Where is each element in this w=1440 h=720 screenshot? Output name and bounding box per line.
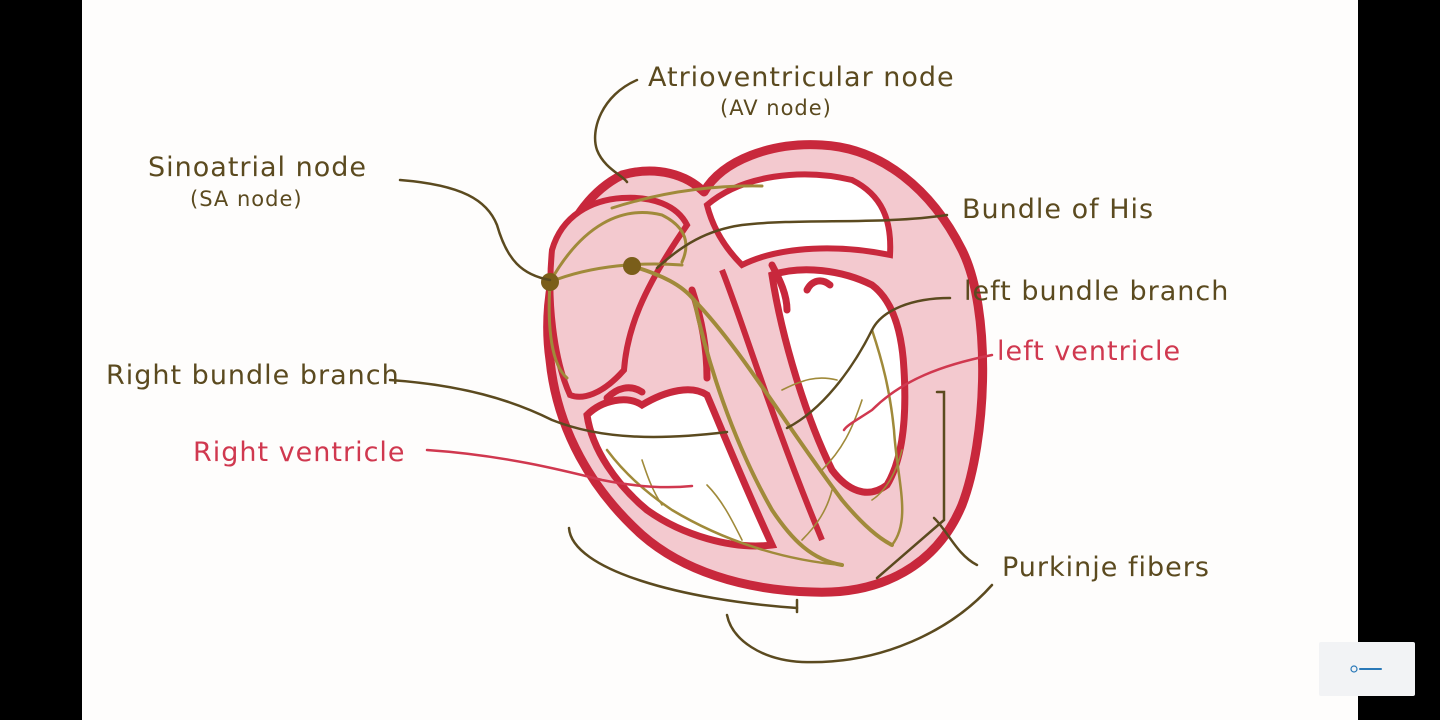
av-node-label: Atrioventricular node — [648, 62, 955, 93]
purkinje-fibers-label: Purkinje fibers — [1002, 552, 1210, 583]
right-ventricle-label: Right ventricle — [193, 437, 406, 468]
right-bundle-branch-path — [692, 298, 844, 567]
leader-bundle-of-his — [655, 213, 949, 270]
purkinje-branch-2 — [781, 377, 838, 391]
leader-purkinje-lower — [725, 583, 994, 664]
purkinje-bracket-bottom — [567, 526, 799, 610]
leader-purkinje-upper — [932, 516, 979, 567]
leader-av-node — [593, 78, 639, 184]
leader-left-bundle-branch — [785, 296, 952, 430]
purkinje-bracket-right — [875, 390, 946, 580]
internodal-pathway-upper — [548, 211, 688, 284]
bundle-of-his-label: Bundle of His — [962, 194, 1155, 225]
osmosis-logo-icon — [1350, 665, 1382, 673]
purkinje-branch-4 — [871, 449, 903, 501]
heart-conduction-diagram — [388, 78, 994, 664]
av-node-abbr-label: (AV node) — [720, 96, 832, 120]
purkinje-branch-1 — [821, 399, 863, 471]
interventricular-septum — [719, 268, 825, 542]
left-ventricle-chamber — [768, 266, 909, 496]
diagram-canvas: Atrioventricular node (AV node) Sinoatri… — [82, 0, 1358, 720]
left-ventricle-label: left ventricle — [997, 336, 1182, 367]
conduction-pathways — [547, 184, 904, 567]
purkinje-branch-5 — [641, 459, 663, 506]
sa-node-label: Sinoatrial node — [148, 152, 368, 183]
mitral-valve-right — [803, 277, 834, 294]
purkinje-branch-3 — [706, 484, 743, 541]
leader-sa-node — [398, 178, 552, 282]
purkinje-right — [605, 448, 844, 567]
av-node — [623, 257, 641, 275]
osmosis-logo — [1319, 642, 1415, 696]
leader-right-ventricle — [425, 448, 694, 489]
left-bundle-branch-label: left bundle branch — [964, 276, 1230, 307]
leader-lines — [388, 78, 994, 664]
sa-node-abbr-label: (SA node) — [190, 187, 303, 211]
right-ventricle-chamber — [583, 386, 778, 550]
right-bundle-branch-label: Right bundle branch — [106, 360, 400, 391]
internodal-pathway-middle — [548, 262, 684, 284]
sa-node — [541, 273, 559, 291]
leader-left-ventricle — [842, 353, 994, 432]
mitral-valve-left — [768, 261, 791, 314]
left-atrium-chamber — [703, 171, 894, 269]
purkinje-left — [870, 328, 904, 547]
internodal-pathway-lower — [547, 280, 569, 380]
tricuspid-valve — [603, 384, 646, 402]
leader-right-bundle-branch — [388, 378, 729, 439]
left-bundle-branch-path — [692, 298, 894, 547]
bachmann-bundle — [610, 184, 764, 210]
right-atrium-chamber — [547, 194, 691, 400]
purkinje-branch-6 — [801, 489, 833, 541]
